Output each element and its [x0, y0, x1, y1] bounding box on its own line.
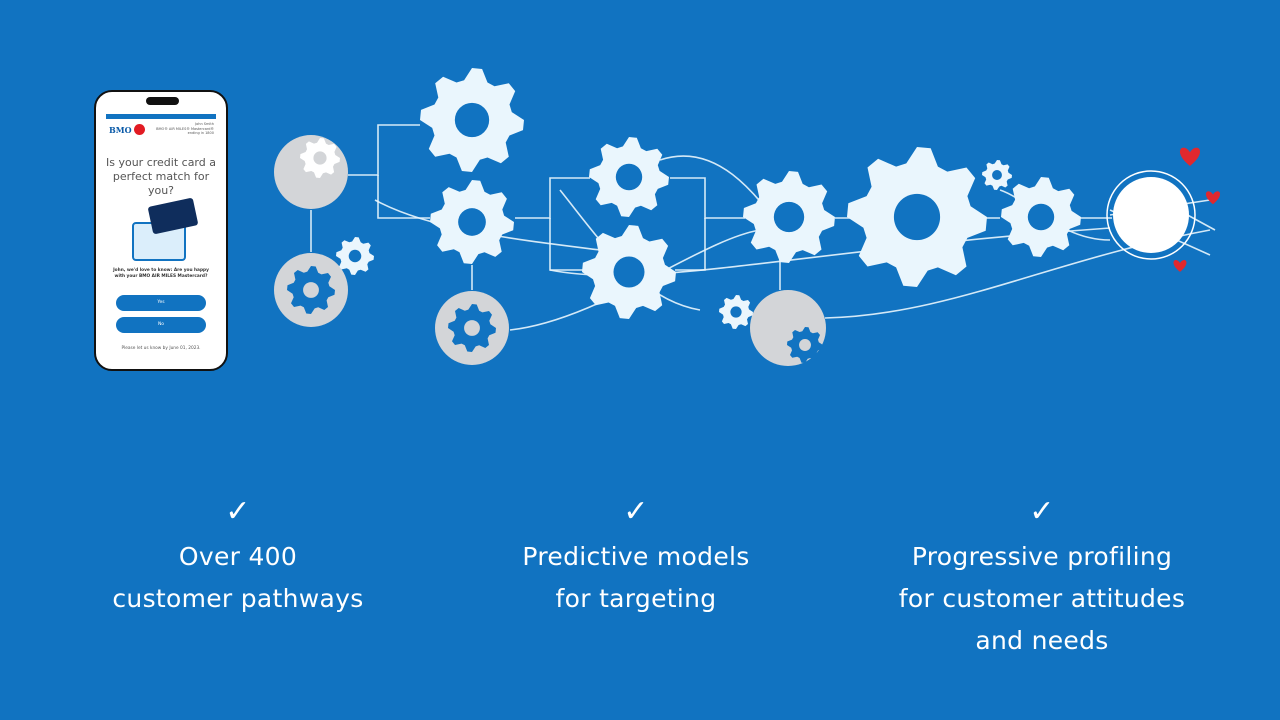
gear-hole [893, 193, 941, 241]
no-button[interactable]: No [116, 317, 206, 333]
pathway-line [670, 177, 745, 219]
gear-hole [454, 102, 490, 138]
gear-hole [992, 170, 1002, 180]
gear-hole [348, 249, 362, 263]
bmo-roundel-icon [134, 124, 145, 135]
check-icon: ✓ [623, 494, 649, 529]
gear-hole [613, 256, 645, 288]
pathway-line [348, 124, 420, 176]
feature-profiling: ✓ Progressive profiling for customer atti… [862, 450, 1222, 662]
bmo-logo: BMO [109, 125, 132, 135]
phone-mockup: BMO John Smith BMO® AIR MILES® Mastercar… [94, 90, 228, 371]
account-info: John Smith BMO® AIR MILES® Mastercard® e… [156, 122, 214, 135]
gear-hole [1027, 203, 1055, 231]
gear-hole [458, 208, 486, 236]
gear-hole [730, 306, 742, 318]
heart-icon [1179, 147, 1201, 166]
heart-icon [1205, 191, 1221, 205]
feature-text: Progressive profiling for customer attit… [898, 542, 1186, 655]
target-customer-node [1113, 177, 1189, 253]
feature-predictive: ✓ Predictive models for targeting [456, 450, 816, 620]
survey-prompt: John, we'd love to know: Are you happy w… [113, 268, 209, 279]
feature-pathways: ✓ Over 400 customer pathways [58, 450, 418, 620]
yes-button[interactable]: Yes [116, 295, 206, 311]
survey-question: Is your credit card a perfect match for … [106, 156, 216, 197]
gear-hole [303, 282, 319, 298]
feature-text: Predictive models for targeting [522, 542, 750, 613]
pathway-line [515, 177, 590, 219]
check-icon: ✓ [1029, 494, 1055, 529]
gear-hole [313, 151, 327, 165]
gear-hole [773, 201, 805, 233]
credit-card-illustration [147, 197, 199, 235]
phone-notch [146, 97, 179, 105]
target-ring [1106, 170, 1196, 260]
gear-hole [615, 163, 643, 191]
gear-hole [464, 320, 480, 336]
pathway-line [377, 175, 430, 219]
header-bar [106, 114, 216, 119]
check-icon: ✓ [225, 494, 251, 529]
deadline-note: Please let us know by June 01, 2023. [121, 346, 201, 351]
gear-hole [799, 339, 811, 351]
feature-text: Over 400 customer pathways [112, 542, 364, 613]
heart-icon [1173, 260, 1187, 272]
